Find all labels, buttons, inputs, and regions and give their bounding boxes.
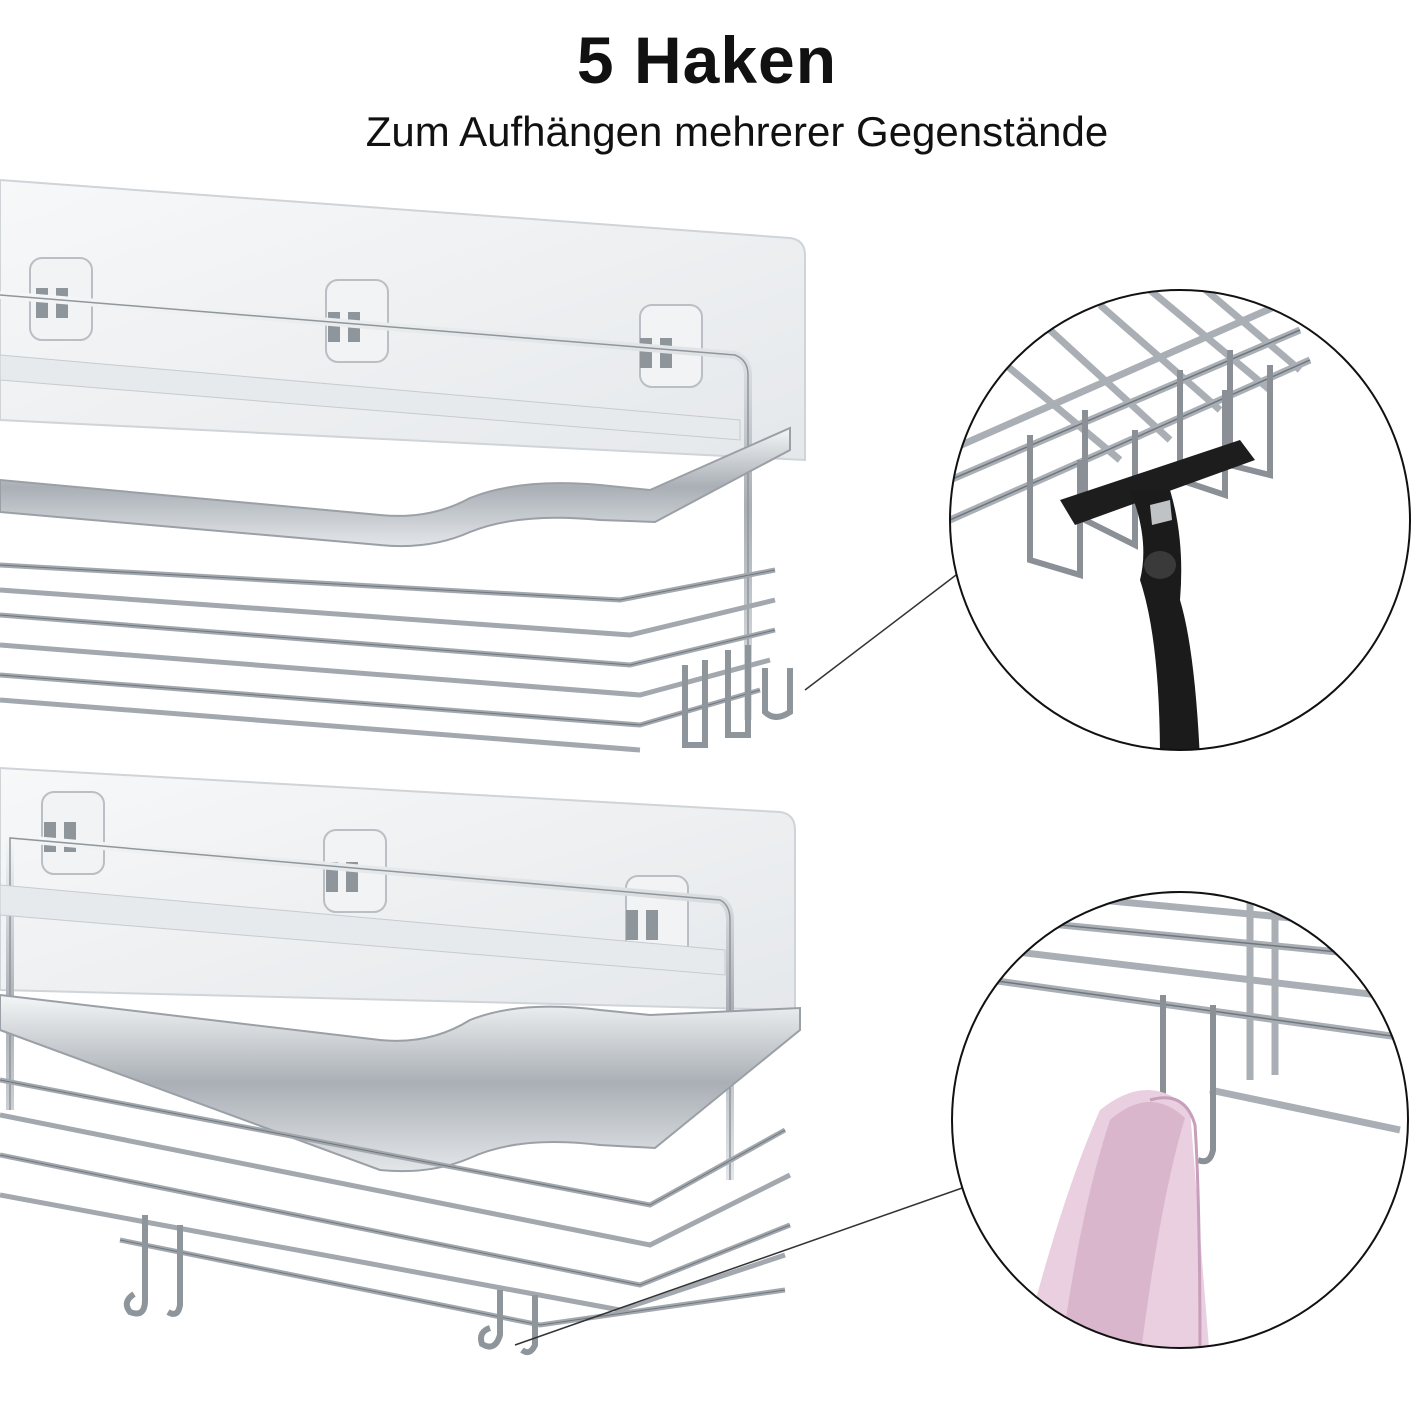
rack-front-band-top <box>0 426 791 548</box>
razor-icon <box>1060 440 1255 750</box>
page-title: 5 Haken <box>576 23 838 97</box>
zoom-towel-hooks <box>1160 995 1216 1165</box>
page-subtitle: Zum Aufhängen mehrerer Gegenstände <box>365 108 1109 155</box>
top-rack <box>0 178 806 755</box>
callout-lines <box>514 571 986 1346</box>
zoom-callout-razor <box>949 289 1411 751</box>
towel-icon <box>1020 1090 1210 1348</box>
hooks-bottom <box>123 1215 538 1356</box>
zoom-callout-towel <box>951 891 1409 1349</box>
bottom-rack <box>0 766 801 1356</box>
rack-front-band-bottom <box>0 993 801 1173</box>
hooks-top <box>682 645 793 748</box>
